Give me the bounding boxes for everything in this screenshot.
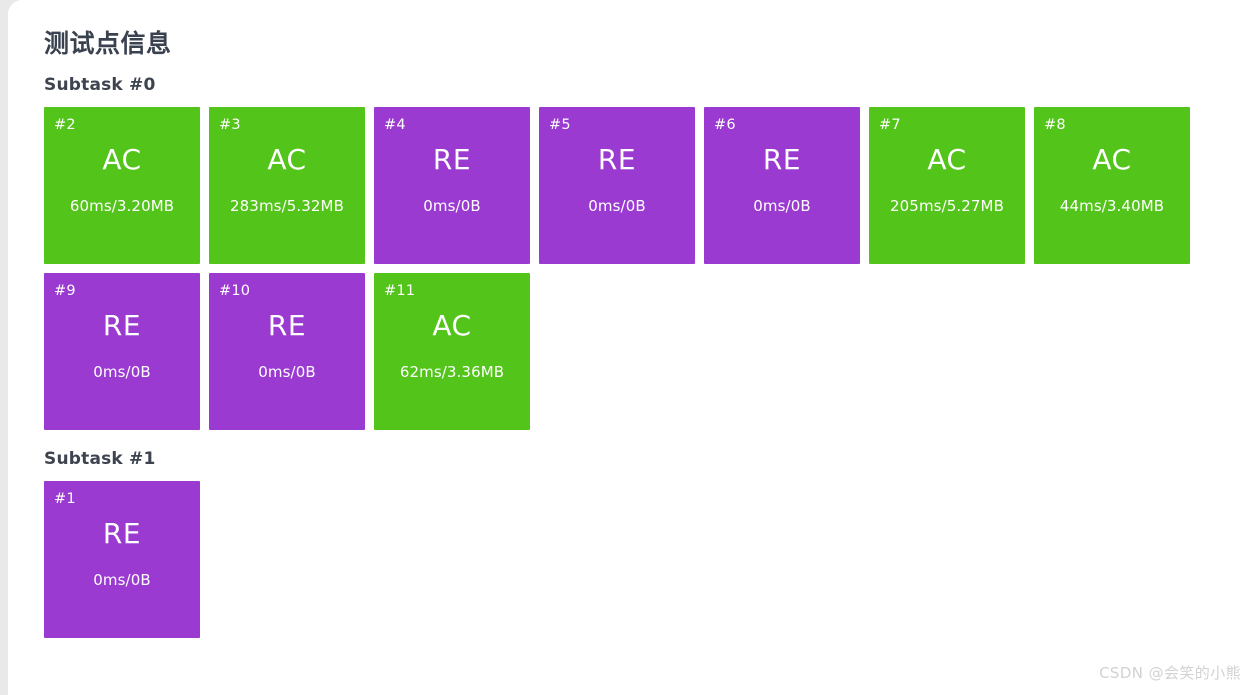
testcase-time-memory-label: 0ms/0B [93,570,151,589]
testcase-time-memory-label: 62ms/3.36MB [399,362,505,381]
csdn-watermark: CSDN @会笑的小熊 [1099,664,1241,682]
testcase-index-label: #1 [54,491,76,508]
testcase-status-label: RE [432,142,472,176]
testcase-index-label: #5 [549,117,571,134]
testcase-index-label: #4 [384,117,406,134]
subtask-heading-0: Subtask #0 [44,75,156,96]
testcase-index-label: #3 [219,117,241,134]
testcase-status-label: AC [432,308,472,342]
testcase-index-label: #11 [384,283,416,300]
testcase-status-label: RE [267,308,307,342]
testcase-time-memory-label: 205ms/5.27MB [890,196,1004,215]
testcase-time-memory-label: 283ms/5.32MB [230,196,344,215]
testcase-index-label: #10 [219,283,251,300]
page-title: 测试点信息 [44,29,172,58]
testcase-status-label: RE [597,142,637,176]
testcase-status-label: AC [1092,142,1132,176]
subtask-heading-1: Subtask #1 [44,449,156,470]
testcase-status-label: RE [102,516,142,550]
testcase-time-memory-label: 0ms/0B [588,196,646,215]
testcase-time-memory-label: 0ms/0B [423,196,481,215]
testcase-time-memory-label: 44ms/3.40MB [1059,196,1165,215]
testcase-status-label: AC [267,142,307,176]
testcase-status-label: RE [102,308,142,342]
testcase-index-label: #8 [1044,117,1066,134]
testcase-index-label: #7 [879,117,901,134]
testcase-status-label: AC [102,142,142,176]
testcase-time-memory-label: 0ms/0B [753,196,811,215]
testcase-status-label: AC [927,142,967,176]
testcase-index-label: #6 [714,117,736,134]
testcase-index-label: #2 [54,117,76,134]
testcase-index-label: #9 [54,283,76,300]
testcase-time-memory-label: 0ms/0B [93,362,151,381]
testcase-status-label: RE [762,142,802,176]
testcase-time-memory-label: 0ms/0B [258,362,316,381]
testcase-time-memory-label: 60ms/3.20MB [69,196,175,215]
